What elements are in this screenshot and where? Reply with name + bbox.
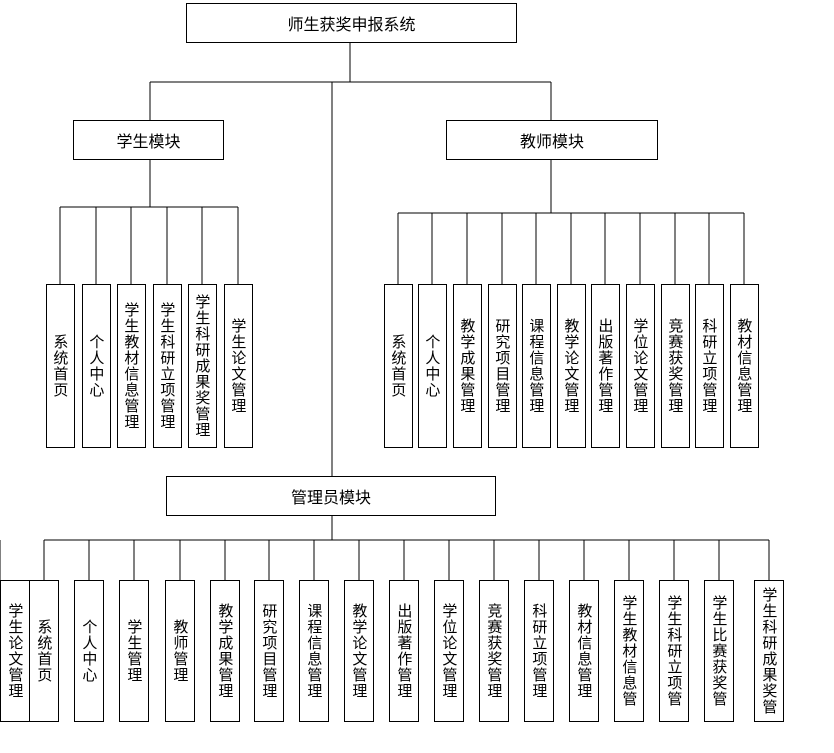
teacher-item-label: 个人中心 [423,334,442,398]
admin-item-label: 课程信息管理 [305,603,324,699]
admin-item-label: 学生比赛获奖管 [710,595,729,707]
admin-item-label: 教材信息管理 [575,603,594,699]
admin-item-label: 教学成果管理 [216,603,235,699]
teacher-item-label: 教学成果管理 [458,318,477,414]
student-item-label: 个人中心 [87,334,106,398]
root-node: 师生获奖申报系统 [186,3,517,43]
admin-item-14: 学生教材信息管 [614,580,644,722]
admin-item-label: 学生教材信息管 [620,595,639,707]
teacher-item-9: 竞赛获奖管理 [660,284,690,448]
teacher-item-6: 教学论文管理 [556,284,586,448]
admin-item-7: 课程信息管理 [299,580,329,722]
student-item-6: 学生论文管理 [223,284,253,448]
teacher-item-8: 学位论文管理 [625,284,655,448]
admin-module-node: 管理员模块 [166,476,496,516]
admin-item-label: 出版著作管理 [395,603,414,699]
teacher-item-7: 出版著作管理 [590,284,620,448]
teacher-item-3: 教学成果管理 [452,284,482,448]
admin-item-label: 研究项目管理 [260,603,279,699]
admin-item-label: 教学论文管理 [350,603,369,699]
admin-item-label: 个人中心 [80,619,99,683]
teacher-item-label: 竞赛获奖管理 [666,318,685,414]
admin-item-label: 系统首页 [35,619,54,683]
student-item-3: 学生教材信息管理 [116,284,146,448]
student-item-2: 个人中心 [81,284,111,448]
teacher-module-node: 教师模块 [446,120,658,160]
teacher-item-label: 出版著作管理 [596,318,615,414]
teacher-item-label: 系统首页 [389,334,408,398]
admin-item-label: 学生论文管理 [6,603,25,699]
student-item-label: 系统首页 [51,334,70,398]
student-item-1: 系统首页 [45,284,75,448]
admin-item-label: 学生科研立项管 [665,595,684,707]
admin-item-12: 科研立项管理 [524,580,554,722]
teacher-item-10: 科研立项管理 [694,284,724,448]
admin-item-1: 系统首页 [29,580,59,722]
student-item-label: 学生论文管理 [229,318,248,414]
admin-item-10: 学位论文管理 [434,580,464,722]
admin-item-label: 学生科研成果奖管 [760,587,779,715]
admin-item-3: 学生管理 [119,580,149,722]
admin-item-9: 出版著作管理 [389,580,419,722]
admin-item-label: 科研立项管理 [530,603,549,699]
student-item-label: 学生教材信息管理 [122,302,141,430]
teacher-item-1: 系统首页 [383,284,413,448]
admin-item-label: 竞赛获奖管理 [485,603,504,699]
student-item-4: 学生科研立项管理 [152,284,182,448]
teacher-item-label: 教材信息管理 [735,318,754,414]
student-item-label: 学生科研成果奖管理 [193,294,212,438]
teacher-item-label: 研究项目管理 [493,318,512,414]
teacher-item-label: 教学论文管理 [562,318,581,414]
student-module-node: 学生模块 [73,120,224,160]
admin-item-18: 学生论文管理 [0,580,30,722]
teacher-item-2: 个人中心 [417,284,447,448]
admin-item-15: 学生科研立项管 [659,580,689,722]
student-item-label: 学生科研立项管理 [158,302,177,430]
admin-item-label: 教师管理 [171,619,190,683]
admin-item-16: 学生比赛获奖管 [704,580,734,722]
admin-item-5: 教学成果管理 [210,580,240,722]
teacher-item-5: 课程信息管理 [521,284,551,448]
admin-item-13: 教材信息管理 [569,580,599,722]
admin-item-label: 学位论文管理 [440,603,459,699]
admin-item-4: 教师管理 [165,580,195,722]
teacher-item-label: 课程信息管理 [527,318,546,414]
teacher-item-11: 教材信息管理 [729,284,759,448]
admin-item-8: 教学论文管理 [344,580,374,722]
admin-item-2: 个人中心 [74,580,104,722]
admin-item-label: 学生管理 [125,619,144,683]
teacher-item-label: 学位论文管理 [631,318,650,414]
admin-item-11: 竞赛获奖管理 [479,580,509,722]
teacher-item-label: 科研立项管理 [700,318,719,414]
student-item-5: 学生科研成果奖管理 [187,284,217,448]
admin-item-6: 研究项目管理 [254,580,284,722]
admin-item-17: 学生科研成果奖管 [754,580,784,722]
teacher-item-4: 研究项目管理 [487,284,517,448]
